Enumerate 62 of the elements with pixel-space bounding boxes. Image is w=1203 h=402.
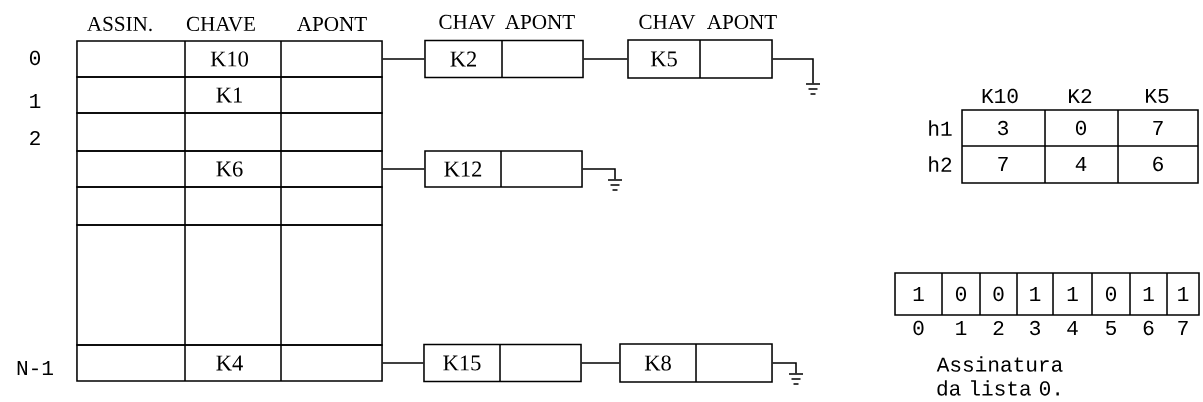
- connector-line: [382, 168, 425, 170]
- hash-value: 0: [1075, 120, 1087, 136]
- connector-line: [581, 362, 620, 364]
- column-header: K2: [1069, 88, 1092, 104]
- connector-line: [582, 168, 616, 180]
- column-header: APONT: [297, 16, 367, 32]
- hash-value: 4: [1075, 157, 1087, 171]
- column-header: K10: [982, 88, 1018, 104]
- list-node-box: K2: [424, 39, 584, 79]
- bit-index: 6: [1143, 320, 1154, 336]
- table-row: [76, 112, 383, 152]
- ground-symbol: [607, 179, 623, 191]
- hash-value: 7: [998, 157, 1008, 171]
- bit-value: 0: [1105, 286, 1117, 302]
- hash-value: 6: [1153, 156, 1163, 172]
- ground-symbol: [805, 83, 821, 95]
- bit-index: 3: [1030, 320, 1040, 336]
- bit-value: 1: [1067, 287, 1078, 301]
- column-header: K5: [1146, 88, 1169, 104]
- row-number: 2: [30, 130, 40, 146]
- list-node-box: K12: [424, 150, 583, 188]
- bit-index: 1: [956, 321, 967, 335]
- column-header: ASSIN.: [87, 16, 152, 32]
- bit-value: 1: [1178, 287, 1189, 301]
- bit-value: 0: [993, 286, 1004, 302]
- bit-value: 1: [1030, 287, 1041, 301]
- hash-value: 7: [1153, 121, 1163, 135]
- connector-line: [583, 58, 628, 60]
- connector-line: [772, 362, 797, 374]
- row-number: 1: [30, 94, 41, 108]
- column-header: APONT: [707, 14, 777, 30]
- table-row: K6: [76, 150, 383, 188]
- bit-index: 0: [913, 320, 924, 336]
- table-row: K4: [76, 344, 383, 382]
- column-header: CHAV: [439, 14, 496, 30]
- column-header: CHAV: [639, 14, 696, 30]
- row-number: N-1: [17, 361, 53, 375]
- list-node-box: K8: [619, 343, 773, 383]
- bit-index: 7: [1178, 321, 1188, 335]
- bit-index: 2: [993, 320, 1004, 336]
- list-node-box: K5: [627, 39, 773, 79]
- ground-symbol: [788, 373, 804, 385]
- row-label: h1: [929, 120, 952, 136]
- column-header: CHAVE: [186, 16, 255, 32]
- connector-line: [772, 58, 814, 84]
- caption: Assinatura da lista 0.: [936, 356, 1063, 396]
- table-row: [76, 186, 383, 226]
- bit-value: 1: [1143, 287, 1154, 301]
- row-number: 0: [29, 50, 41, 66]
- table-row: K1: [76, 76, 383, 114]
- connector-line: [382, 58, 425, 60]
- table-row: [76, 224, 383, 346]
- connector-line: [382, 362, 424, 364]
- hash-value: 3: [998, 120, 1008, 136]
- row-label: h2: [929, 156, 952, 172]
- table-row: K10: [76, 40, 383, 78]
- bit-value: 1: [913, 287, 924, 301]
- list-node-box: K15: [423, 343, 582, 383]
- bit-index: 5: [1106, 320, 1116, 336]
- column-header: APONT: [505, 14, 575, 30]
- bit-index: 4: [1067, 321, 1078, 335]
- bit-value: 0: [955, 286, 967, 302]
